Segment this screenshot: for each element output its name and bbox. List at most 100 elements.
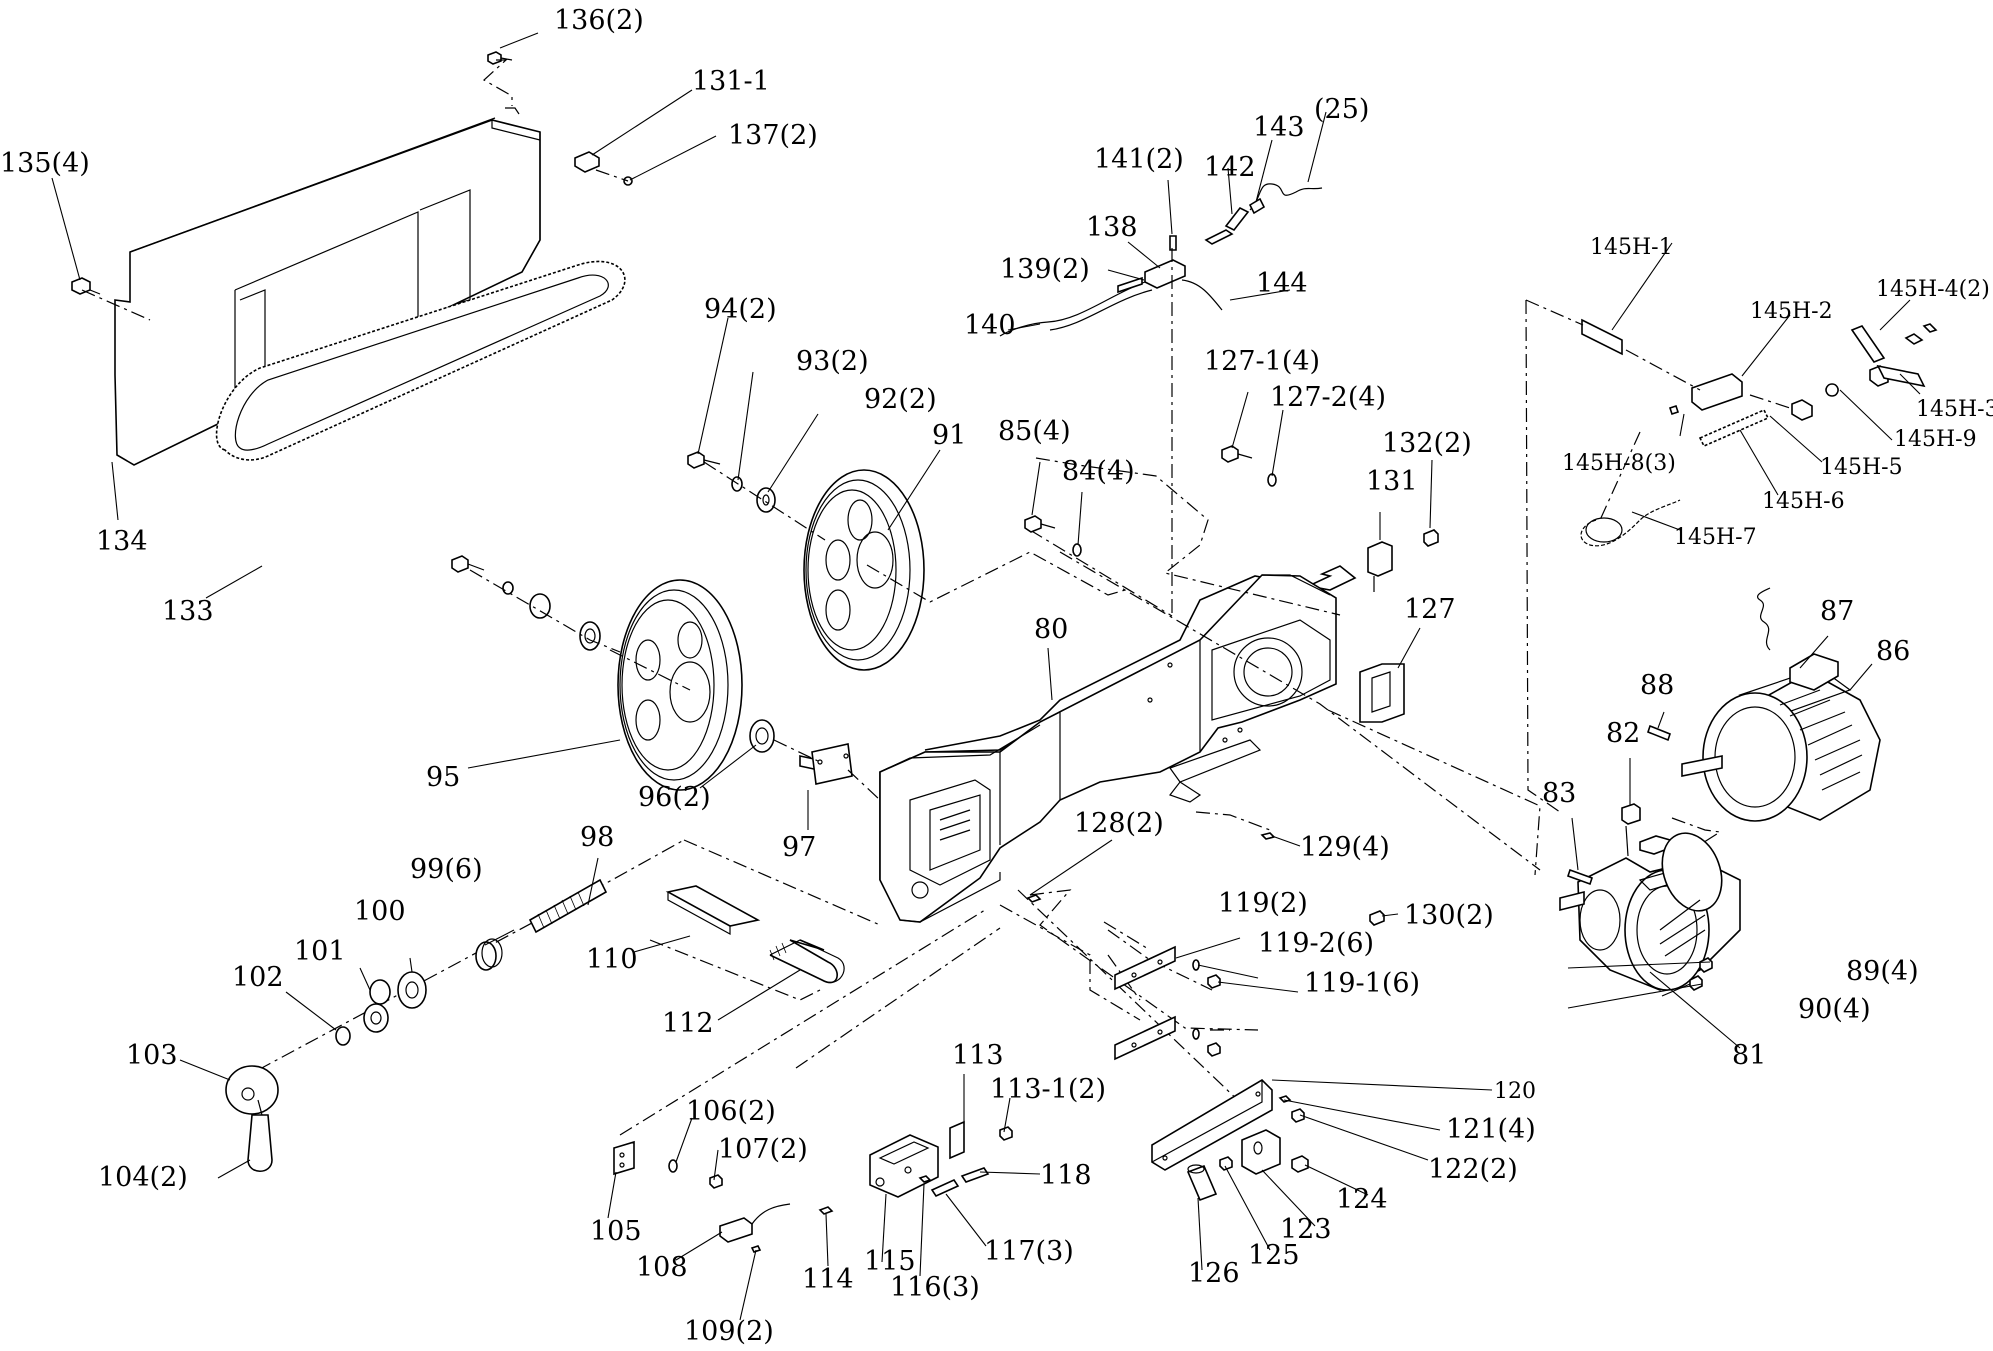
label-109: 109(2) xyxy=(684,1316,774,1347)
label-105: 105 xyxy=(590,1216,642,1247)
label-91: 91 xyxy=(932,420,966,451)
label-145H-6: 145H-6 xyxy=(1762,489,1845,514)
label-102: 102 xyxy=(232,962,284,993)
screw-94 xyxy=(687,451,705,469)
cover-hook xyxy=(505,107,520,115)
label-101: 101 xyxy=(294,936,346,967)
callout-labels: 136(2) 131-1 137(2) 135(4) 134 133 141(2… xyxy=(0,5,1993,1347)
label-143-length: (25) xyxy=(1314,94,1369,125)
label-89: 89(4) xyxy=(1846,956,1919,987)
screw-135 xyxy=(71,277,101,295)
screw-85 xyxy=(1024,515,1042,533)
label-110: 110 xyxy=(586,944,638,975)
label-123: 123 xyxy=(1280,1214,1332,1245)
nut-116 xyxy=(918,1175,932,1183)
bearing-upper xyxy=(579,621,601,651)
label-145H-7: 145H-7 xyxy=(1674,525,1757,550)
label-118: 118 xyxy=(1040,1160,1092,1191)
label-131-1: 131-1 xyxy=(692,66,770,97)
key-88 xyxy=(1647,724,1671,742)
gearbox-81 xyxy=(1559,832,1741,991)
screw-shaft-98 xyxy=(528,878,608,934)
motor-86 xyxy=(1681,587,1881,822)
label-95: 95 xyxy=(426,762,460,793)
label-117: 117(3) xyxy=(984,1236,1074,1267)
label-128: 128(2) xyxy=(1074,808,1164,839)
label-82: 82 xyxy=(1606,718,1640,749)
label-119-2: 119-2(6) xyxy=(1258,928,1374,959)
label-130: 130(2) xyxy=(1404,900,1494,931)
screw-119-1b xyxy=(1207,1042,1221,1057)
label-104: 104(2) xyxy=(98,1162,188,1193)
bearing-96 xyxy=(749,719,775,753)
label-99: 99(6) xyxy=(410,854,483,885)
label-96: 96(2) xyxy=(638,782,711,813)
label-122: 122(2) xyxy=(1428,1154,1518,1185)
nut-102 xyxy=(335,1026,351,1046)
label-124: 124 xyxy=(1336,1184,1388,1215)
microswitch-108 xyxy=(719,1203,791,1243)
label-121: 121(4) xyxy=(1446,1114,1536,1145)
label-80: 80 xyxy=(1034,614,1068,645)
label-145H-9: 145H-9 xyxy=(1894,427,1977,452)
bracket-113 xyxy=(949,1120,965,1160)
screw-124 xyxy=(1291,1155,1309,1173)
plate-105 xyxy=(613,1140,635,1176)
label-97: 97 xyxy=(782,832,816,863)
label-115: 115 xyxy=(864,1246,916,1277)
label-142: 142 xyxy=(1204,152,1256,183)
label-140: 140 xyxy=(964,310,1016,341)
washer-119-2b xyxy=(1192,1028,1200,1040)
label-98: 98 xyxy=(580,822,614,853)
screw-107 xyxy=(709,1174,723,1189)
label-131: 131 xyxy=(1366,466,1418,497)
label-145H-5: 145H-5 xyxy=(1820,455,1903,480)
label-106: 106(2) xyxy=(686,1096,776,1127)
label-145H-3: 145H-3 xyxy=(1916,397,1993,422)
label-144: 144 xyxy=(1256,268,1308,299)
label-137: 137(2) xyxy=(728,120,818,151)
label-85: 85(4) xyxy=(998,416,1071,447)
screw-117 xyxy=(930,1178,960,1198)
switch-131 xyxy=(1367,541,1393,592)
washer-93 xyxy=(731,476,743,492)
label-119-1: 119-1(6) xyxy=(1304,968,1420,999)
nut-114 xyxy=(818,1206,834,1215)
label-120: 120 xyxy=(1494,1079,1536,1104)
label-94: 94(2) xyxy=(704,294,777,325)
label-132: 132(2) xyxy=(1382,428,1472,459)
screw-125 xyxy=(1219,1156,1233,1171)
label-113: 113 xyxy=(952,1040,1004,1071)
label-145H-4: 145H-4(2) xyxy=(1876,277,1990,302)
screw-132 xyxy=(1423,529,1439,547)
tension-handle-145H xyxy=(1580,318,1938,547)
label-113-1: 113-1(2) xyxy=(990,1074,1106,1105)
key-110 xyxy=(665,885,761,936)
bearing-126 xyxy=(1186,1164,1218,1202)
key-83 xyxy=(1566,868,1594,886)
label-112: 112 xyxy=(662,1008,714,1039)
blade-cover-134 xyxy=(114,117,541,466)
label-108: 108 xyxy=(636,1252,688,1283)
screw-136 xyxy=(487,51,513,65)
label-145H-1: 145H-1 xyxy=(1590,235,1673,260)
label-125: 125 xyxy=(1248,1240,1300,1271)
label-83: 83 xyxy=(1542,778,1576,809)
label-119: 119(2) xyxy=(1218,888,1308,919)
label-114: 114 xyxy=(802,1264,854,1295)
pulley-95 xyxy=(617,579,743,791)
screw-118 xyxy=(960,1167,990,1183)
label-107: 107(2) xyxy=(718,1134,808,1165)
screw-122 xyxy=(1291,1108,1305,1123)
assembly-lines xyxy=(81,59,1791,1136)
label-103: 103 xyxy=(126,1040,178,1071)
shaft-97 xyxy=(799,743,853,785)
handwheel-103 xyxy=(225,1065,279,1115)
label-116: 116(3) xyxy=(890,1272,980,1303)
bracket-120 xyxy=(1151,1078,1273,1171)
label-86: 86 xyxy=(1876,636,1910,667)
label-143: 143 xyxy=(1253,112,1305,143)
label-81: 81 xyxy=(1732,1040,1766,1071)
label-135: 135(4) xyxy=(0,148,90,179)
clamp-131-1 xyxy=(574,151,600,173)
